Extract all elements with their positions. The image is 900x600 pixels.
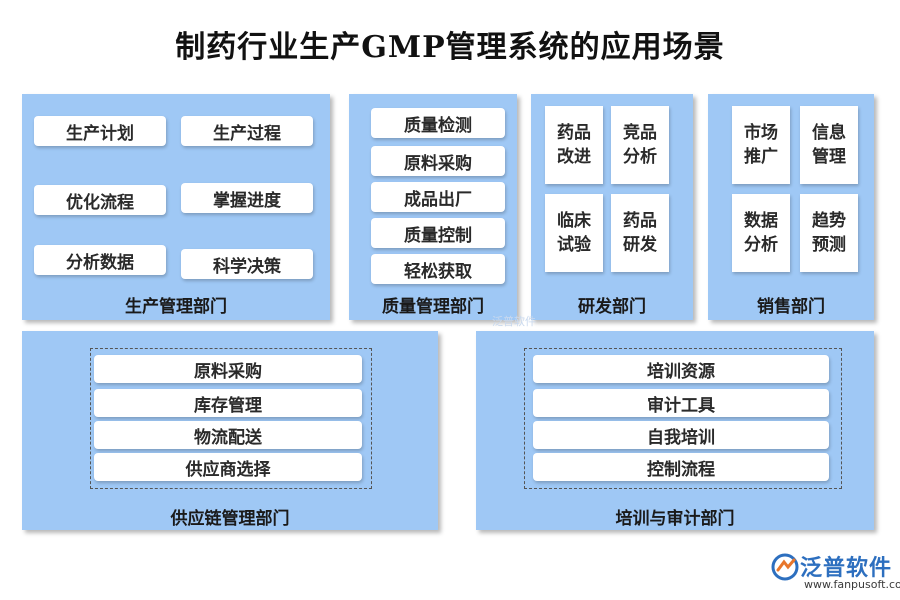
quality-item: 成品出厂 (371, 182, 505, 212)
logo-url: www.fanpusoft.com (804, 578, 900, 591)
quality-item: 轻松获取 (371, 254, 505, 284)
training-panel: 培训资源 审计工具 自我培训 控制流程 培训与审计部门 (476, 331, 874, 530)
sales-tile-line: 推广 (744, 147, 778, 167)
supply-item: 库存管理 (94, 389, 362, 417)
training-dashed-frame (524, 348, 842, 489)
sales-tile-line: 分析 (744, 235, 778, 255)
production-panel: 生产计划 生产过程 优化流程 掌握进度 分析数据 科学决策 生产管理部门 (22, 94, 330, 320)
logo-icon (771, 553, 799, 581)
page-title: 制药行业生产GMP管理系统的应用场景 (175, 30, 725, 65)
sales-tile: 信息管理 (800, 106, 858, 184)
rnd-tile: 药品研发 (611, 194, 669, 272)
rnd-tile-line: 临床 (557, 211, 591, 231)
quality-item: 质量检测 (371, 108, 505, 138)
rnd-tile-line: 药品 (557, 123, 591, 143)
sales-tile: 市场推广 (732, 106, 790, 184)
production-item: 生产过程 (181, 116, 313, 146)
quality-panel: 质量检测 原料采购 成品出厂 质量控制 轻松获取 质量管理部门 (349, 94, 517, 320)
production-label: 生产管理部门 (125, 297, 227, 317)
supply-item: 原料采购 (94, 355, 362, 383)
sales-tile-line: 数据 (744, 211, 778, 231)
rnd-tile-line: 竞品 (623, 123, 657, 143)
sales-panel: 市场推广 信息管理 数据分析 趋势预测 销售部门 (708, 94, 874, 320)
rnd-tile-line: 改进 (557, 147, 591, 167)
sales-tile-line: 预测 (812, 235, 846, 255)
training-item: 自我培训 (533, 421, 829, 449)
brand-logo: 泛普软件 www.fanpusoft.com (770, 550, 900, 594)
sales-tile: 趋势预测 (800, 194, 858, 272)
rnd-tile: 药品改进 (545, 106, 603, 184)
sales-tile-line: 信息 (812, 123, 846, 143)
watermark-text: 泛普软件 (492, 315, 536, 328)
sales-label: 销售部门 (757, 297, 825, 317)
rnd-tile-line: 药品 (623, 211, 657, 231)
training-item: 审计工具 (533, 389, 829, 417)
rnd-tile: 竞品分析 (611, 106, 669, 184)
quality-item: 原料采购 (371, 146, 505, 176)
production-item: 分析数据 (34, 245, 166, 275)
supply-panel: 原料采购 库存管理 物流配送 供应商选择 供应链管理部门 (22, 331, 438, 530)
training-label: 培训与审计部门 (615, 509, 735, 529)
production-item: 掌握进度 (181, 183, 313, 213)
logo-name: 泛普软件 (800, 556, 893, 581)
sales-tile-line: 市场 (744, 123, 778, 143)
supply-item: 物流配送 (94, 421, 362, 449)
rnd-tile-line: 分析 (623, 147, 657, 167)
rnd-tile-line: 研发 (623, 235, 657, 255)
supply-dashed-frame (90, 348, 372, 489)
sales-tile: 数据分析 (732, 194, 790, 272)
rnd-tile-line: 试验 (557, 235, 591, 255)
rnd-panel: 药品改进 竞品分析 临床试验 药品研发 研发部门 (531, 94, 693, 320)
production-item: 生产计划 (34, 116, 166, 146)
training-item: 培训资源 (533, 355, 829, 383)
quality-item: 质量控制 (371, 218, 505, 248)
sales-tile-line: 趋势 (812, 211, 846, 231)
quality-label: 质量管理部门 (382, 297, 484, 317)
sales-tile-line: 管理 (812, 147, 846, 167)
supply-item: 供应商选择 (94, 453, 362, 481)
production-item: 科学决策 (181, 249, 313, 279)
production-item: 优化流程 (34, 185, 166, 215)
rnd-tile: 临床试验 (545, 194, 603, 272)
rnd-label: 研发部门 (578, 297, 646, 317)
supply-label: 供应链管理部门 (170, 509, 290, 529)
training-item: 控制流程 (533, 453, 829, 481)
